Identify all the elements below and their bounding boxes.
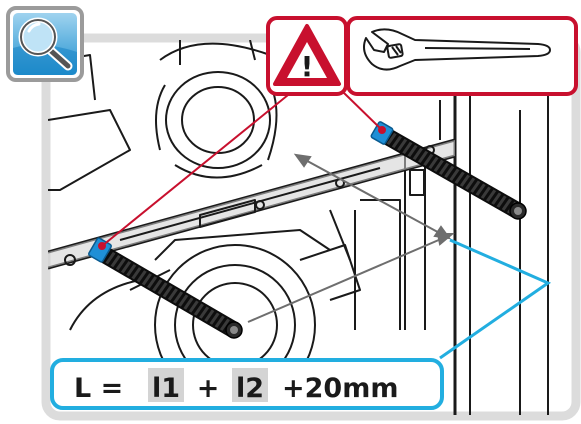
formula-term1: l1: [152, 373, 180, 404]
term2-highlight: [232, 368, 268, 402]
formula-lhs: L =: [74, 373, 123, 404]
magnifier-icon: [6, 6, 84, 82]
term1-highlight: [148, 368, 184, 402]
dimension-lines: [247, 153, 455, 323]
warning-icon: !: [273, 24, 341, 86]
formula-tail: +20mm: [282, 373, 398, 404]
length-formula: L = l1 + l2 +20mm: [50, 358, 444, 410]
warning-callout: !: [266, 16, 348, 96]
callout-leaders: [98, 91, 386, 250]
formula-plus: +: [197, 373, 220, 404]
formula-leader: [439, 238, 552, 360]
threaded-rod-left: [88, 237, 243, 339]
tool-callout: [346, 16, 578, 96]
wrench-icon: [363, 28, 551, 71]
warning-symbol: !: [301, 50, 314, 83]
formula-term2: l2: [236, 373, 264, 404]
